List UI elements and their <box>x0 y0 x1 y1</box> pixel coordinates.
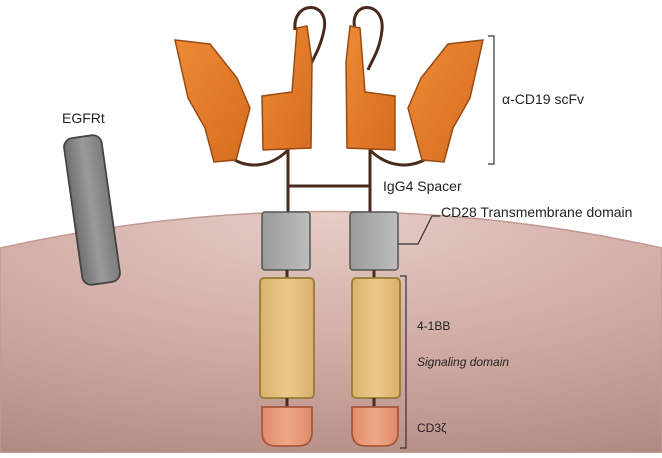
scfv-domain-3 <box>345 25 396 151</box>
linker-loop-right <box>352 6 384 71</box>
scfv-domain-4 <box>407 39 484 163</box>
scfv-domain-1 <box>174 39 251 163</box>
scfv-label: α-CD19 scFv <box>502 91 584 107</box>
tm-domain-left <box>261 211 311 271</box>
cd3z-domain-left <box>261 406 313 447</box>
egfrt-label: EGFRt <box>62 110 105 126</box>
signaling-bracket <box>400 275 407 449</box>
costim-domain-right <box>351 277 401 399</box>
cd3z-domain-right <box>351 406 399 447</box>
signaling-label: Signaling domain <box>417 355 509 369</box>
tm-label: CD28 Transmembrane domain <box>441 204 632 220</box>
linker-loop-left <box>293 6 327 71</box>
cd3z-label: CD3ζ <box>417 421 447 435</box>
tm-callout-line <box>398 215 440 245</box>
costim-label: 4-1BB <box>417 319 450 333</box>
tm-domain-right <box>349 211 399 271</box>
scfv-domains <box>174 25 484 163</box>
spacer-label: IgG4 Spacer <box>383 178 462 194</box>
costim-domain-left <box>259 277 315 399</box>
scfv-domain-2 <box>261 25 313 151</box>
egfrt-marker <box>63 134 121 286</box>
scfv-bracket <box>488 35 495 165</box>
